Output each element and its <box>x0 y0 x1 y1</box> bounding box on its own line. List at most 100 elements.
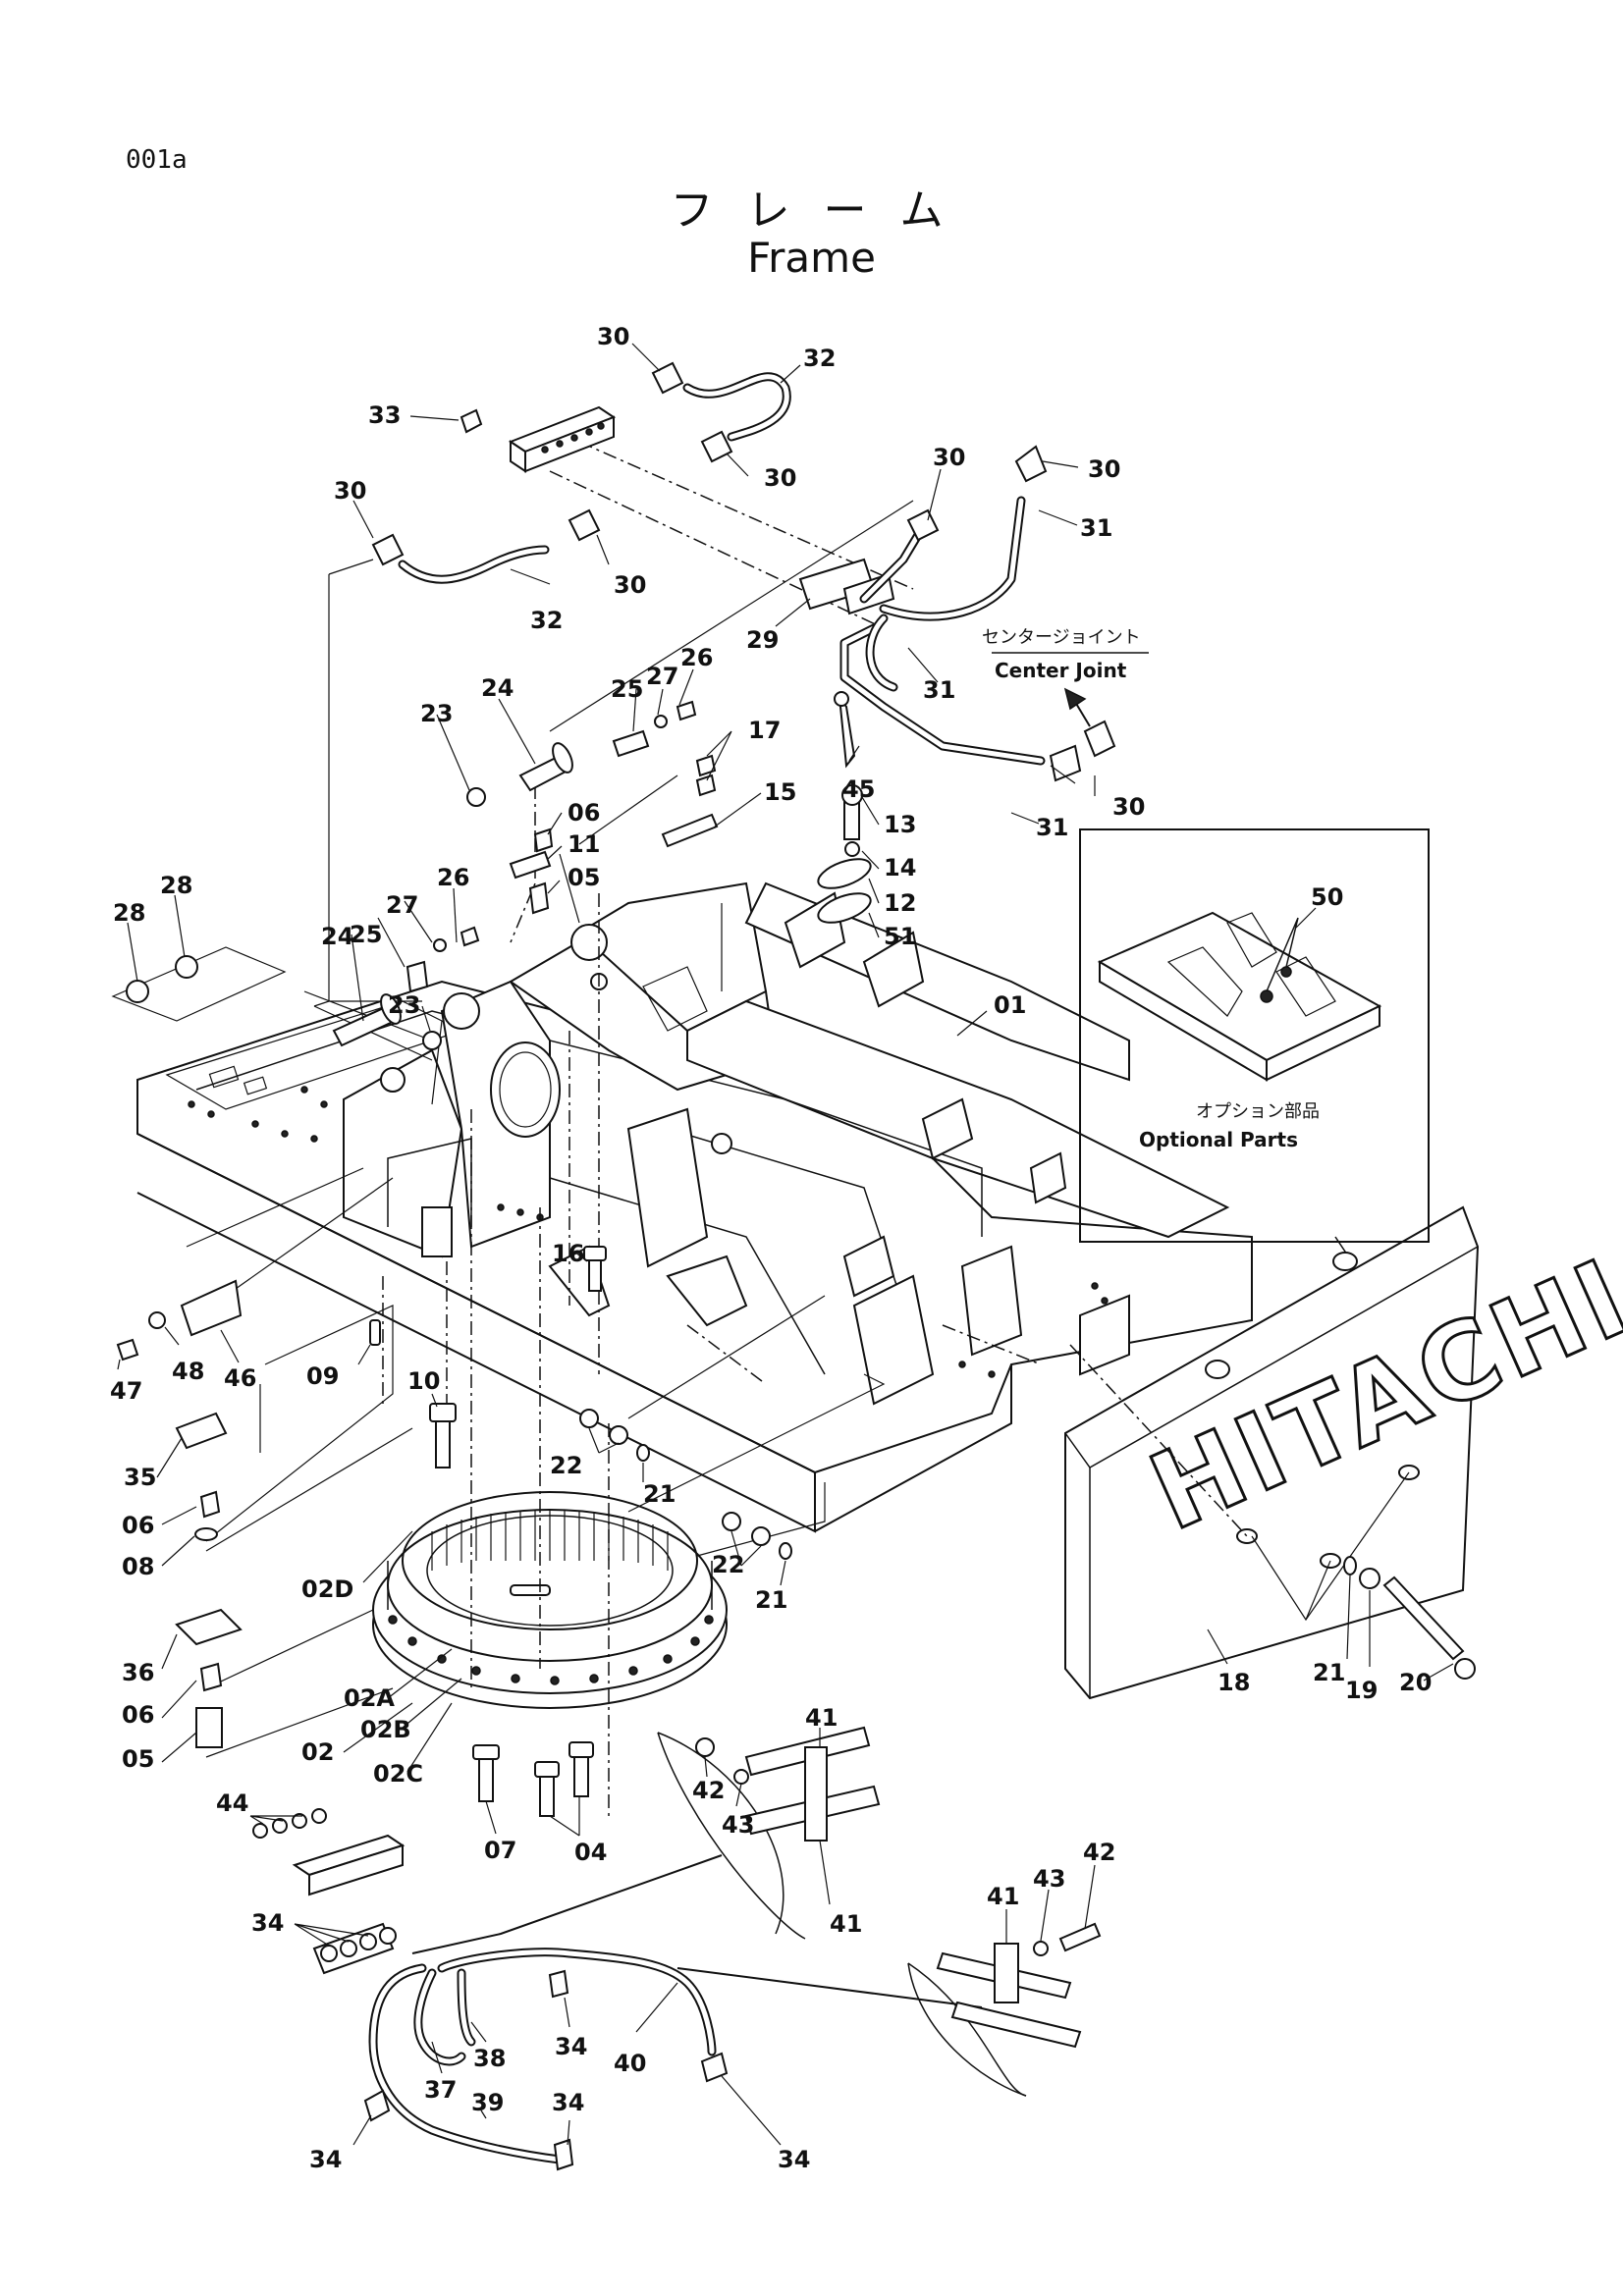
counterweight: HITACHI <box>1064 1205 1623 1700</box>
callout-label: 08 <box>122 1553 154 1580</box>
callout-label: 41 <box>987 1883 1019 1910</box>
optional-parts-inset: オプション部品 Optional Parts <box>1079 828 1430 1243</box>
small-parts-upper <box>118 702 1476 1817</box>
callout-label: 44 <box>216 1789 248 1817</box>
callout-label: 47 <box>110 1377 142 1405</box>
callout-label: 06 <box>122 1512 154 1539</box>
callout-label: 31 <box>1036 814 1068 841</box>
page-title-japanese: フ レ ー ム <box>670 186 953 236</box>
optional-parts-label: Optional Parts <box>1139 1128 1298 1151</box>
callout-label: 46 <box>224 1364 256 1392</box>
callout-label: 02C <box>373 1760 423 1788</box>
callout-label: 34 <box>555 2033 587 2060</box>
callout-label: 22 <box>712 1551 744 1578</box>
callout-label: 02A <box>344 1684 395 1712</box>
lower-piping <box>252 1726 1102 2171</box>
callout-label: 30 <box>933 444 965 471</box>
callout-label: 17 <box>748 717 781 744</box>
callout-label: 23 <box>388 991 420 1019</box>
upper-hoses <box>371 361 1116 782</box>
callout-label: 25 <box>611 675 643 703</box>
callout-labels: 30 32 33 30 30 30 31 30 32 30 29 31 31 3… <box>110 323 1432 2173</box>
page-code: 001a <box>126 145 188 175</box>
callout-label: 30 <box>597 323 629 350</box>
callout-label: 01 <box>994 991 1026 1019</box>
optional-parts-label-jp: オプション部品 <box>1196 1101 1320 1122</box>
callout-label: 37 <box>424 2076 457 2104</box>
callout-label: 39 <box>471 2089 504 2116</box>
callout-leaders <box>117 343 1454 2146</box>
callout-label: 24 <box>481 674 514 702</box>
callout-label: 34 <box>309 2146 342 2173</box>
center-joint-label-jp: センタージョイント <box>982 627 1141 648</box>
callout-label: 45 <box>842 775 875 803</box>
callout-label: 40 <box>614 2050 646 2077</box>
callout-label: 33 <box>368 401 401 429</box>
callout-label: 15 <box>764 778 796 806</box>
connection-lines <box>111 441 1248 2008</box>
callout-label: 28 <box>160 872 192 899</box>
callout-label: 19 <box>1345 1677 1378 1704</box>
callout-label: 30 <box>614 571 646 599</box>
callout-label: 31 <box>1080 514 1112 542</box>
center-joint-label: Center Joint <box>995 659 1127 682</box>
callout-label: 32 <box>530 607 563 634</box>
callout-label: 12 <box>884 889 916 917</box>
callout-label: 43 <box>722 1811 754 1839</box>
callout-label: 31 <box>923 676 955 704</box>
callout-label: 02 <box>301 1738 334 1766</box>
callout-label: 05 <box>568 864 600 891</box>
callout-label: 48 <box>172 1358 204 1385</box>
main-frame <box>136 881 1253 1533</box>
callout-label: 21 <box>643 1480 676 1508</box>
callout-label: 10 <box>407 1367 440 1395</box>
callout-label: 16 <box>552 1240 584 1267</box>
callout-label: 24 <box>321 923 353 950</box>
callout-label: 41 <box>805 1704 838 1732</box>
callout-label: 09 <box>306 1362 339 1390</box>
callout-label: 41 <box>830 1910 862 1938</box>
callout-label: 04 <box>574 1839 607 1866</box>
callout-label: 30 <box>334 477 366 505</box>
callout-label: 14 <box>884 854 916 881</box>
callout-label: 21 <box>755 1586 787 1614</box>
callout-label: 06 <box>122 1701 154 1729</box>
callout-label: 02B <box>360 1716 411 1743</box>
swing-bearing <box>372 1491 728 1709</box>
callout-label: 34 <box>251 1909 284 1937</box>
callout-label: 26 <box>680 644 713 671</box>
callout-label: 27 <box>646 663 678 690</box>
callout-label: 30 <box>764 464 796 492</box>
callout-label: 05 <box>122 1745 154 1773</box>
callout-label: 25 <box>350 921 382 948</box>
callout-label: 51 <box>884 923 916 950</box>
callout-label: 28 <box>113 899 145 927</box>
callout-label: 27 <box>386 891 418 919</box>
callout-label: 38 <box>473 2045 506 2072</box>
callout-label: 34 <box>552 2089 584 2116</box>
callout-label: 34 <box>778 2146 810 2173</box>
callout-label: 18 <box>1217 1669 1250 1696</box>
callout-label: 23 <box>420 700 453 727</box>
callout-label: 30 <box>1088 455 1120 483</box>
callout-label: 32 <box>803 345 836 372</box>
callout-label: 07 <box>484 1837 516 1864</box>
callout-label: 50 <box>1311 883 1343 911</box>
callout-label: 36 <box>122 1659 154 1686</box>
center-joint-note: センタージョイント Center Joint <box>982 627 1149 727</box>
callout-label: 26 <box>437 864 469 891</box>
callout-label: 06 <box>568 799 600 827</box>
callout-label: 13 <box>884 811 916 838</box>
callout-label: 02D <box>301 1575 353 1603</box>
callout-label: 30 <box>1112 793 1145 821</box>
callout-label: 29 <box>746 626 779 654</box>
callout-label: 42 <box>692 1777 725 1804</box>
callout-label: 21 <box>1313 1659 1345 1686</box>
callout-label: 42 <box>1083 1839 1115 1866</box>
callout-label: 20 <box>1399 1669 1432 1696</box>
callout-label: 11 <box>568 830 600 858</box>
callout-label: 22 <box>550 1452 582 1479</box>
callout-label: 35 <box>124 1464 156 1491</box>
page-title: Frame <box>747 234 876 282</box>
